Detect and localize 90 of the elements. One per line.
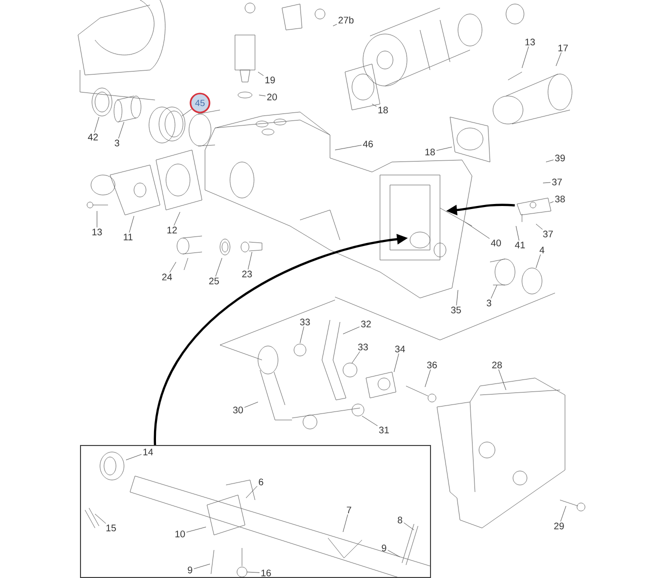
callout-number: 18 (425, 148, 435, 156)
callout-number: 33 (358, 344, 368, 350)
callout-number: 7 (346, 506, 352, 514)
callout-number: 9 (382, 544, 386, 552)
leader-line (246, 572, 260, 573)
leader-line (490, 284, 498, 299)
leader-line (436, 146, 452, 151)
leader-line (174, 212, 180, 226)
leader-line (546, 160, 554, 162)
leader-line (129, 216, 134, 233)
leader-line (522, 46, 529, 68)
callout-number: 29 (554, 522, 564, 530)
callout-number: 13 (92, 228, 102, 236)
leader-line (424, 369, 431, 388)
inset-frame (80, 445, 431, 578)
callout-number: 23 (242, 270, 252, 278)
callout-number: 3 (114, 140, 120, 146)
callout-number: 4 (540, 246, 544, 254)
callout-number: 42 (88, 134, 98, 140)
callout-number: 28 (492, 362, 502, 368)
leader-line (215, 258, 222, 277)
callout-number: 34 (395, 346, 405, 352)
callout-number: 20 (267, 94, 277, 100)
leader-line (556, 52, 562, 66)
callout-number: 10 (175, 530, 185, 538)
callout-number: 13 (525, 38, 535, 46)
callout-number: 15 (106, 524, 116, 532)
leader-line (118, 122, 124, 139)
callout-number: 12 (167, 226, 177, 234)
callout-number: 32 (361, 320, 371, 328)
leader-line (388, 550, 400, 558)
callout-number: 35 (451, 306, 461, 314)
leader-line (516, 226, 520, 241)
callout-number: 41 (514, 242, 525, 248)
callout-number: 27b (338, 16, 354, 24)
callout-number: 6 (258, 478, 264, 486)
leader-line (456, 290, 458, 306)
callout-number: 9 (188, 566, 192, 574)
leader-line (542, 182, 551, 184)
leader-line (300, 326, 304, 344)
callout-number: 14 (143, 448, 153, 456)
leader-line (342, 514, 348, 532)
leader-line (96, 210, 98, 228)
leader-line (372, 104, 377, 107)
callout-number: 8 (398, 516, 402, 524)
callout-number: 11 (124, 234, 132, 240)
callout-number: 39 (555, 154, 565, 162)
leader-line (352, 351, 360, 364)
leader-line (332, 24, 338, 26)
callout-number: 38 (555, 196, 565, 202)
leader-line (246, 486, 258, 498)
leader-line (182, 108, 192, 116)
callout-number: 24 (162, 274, 172, 280)
leader-line (342, 326, 360, 334)
leader-line (334, 144, 362, 150)
leader-line (362, 416, 378, 426)
callout-number: 33 (300, 318, 310, 326)
leader-line (258, 94, 266, 96)
leader-line (536, 254, 541, 268)
callout-number: 40 (490, 240, 501, 246)
leader-line (404, 522, 414, 530)
callout-number: 17 (558, 44, 568, 52)
leader-line (550, 201, 554, 204)
leader-line (94, 514, 106, 524)
leader-line (258, 72, 264, 76)
callout-number: 31 (379, 426, 389, 434)
leader-line (94, 116, 100, 133)
leader-line (394, 353, 400, 372)
leader-line (464, 222, 490, 239)
leader-line (186, 526, 206, 532)
callout-number: 25 (209, 278, 219, 284)
leader-line (498, 369, 506, 390)
leader-line (244, 402, 258, 408)
leader-line (126, 454, 142, 460)
callout-number: 19 (265, 76, 275, 84)
callout-number: 45 (190, 92, 210, 114)
callout-number: 46 (362, 140, 373, 148)
callout-number: 16 (261, 570, 271, 576)
leader-line (169, 262, 176, 273)
leader-line (536, 224, 543, 230)
leader-line (194, 564, 210, 570)
callout-number: 30 (233, 406, 243, 414)
callout-number: 18 (378, 106, 388, 114)
callout-number: 3 (486, 300, 492, 306)
leader-line (560, 506, 566, 522)
callout-number: 37 (552, 178, 562, 186)
callout-number: 36 (427, 362, 437, 368)
callout-number: 37 (543, 230, 553, 238)
leader-line (248, 252, 252, 270)
lever-drawing (516, 198, 552, 222)
